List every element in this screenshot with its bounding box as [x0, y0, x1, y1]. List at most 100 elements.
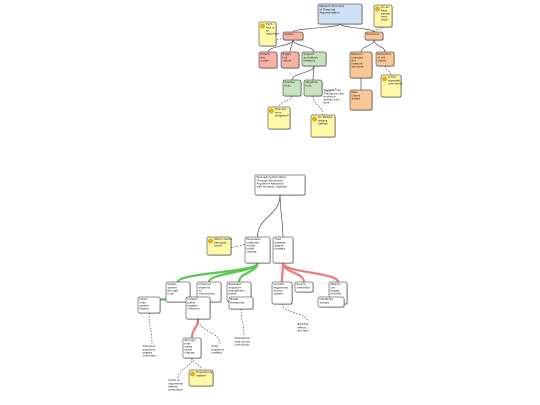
node-box-t_br — [364, 31, 384, 41]
node-line: most? — [214, 243, 223, 247]
connector-b_d2-b_d4 — [190, 318, 200, 339]
node-line: depends — [199, 285, 211, 289]
node-line: evidence — [324, 94, 337, 98]
node-box-t_bl — [282, 31, 304, 41]
node-line: Negative — [306, 80, 318, 84]
node-line: Which claims — [214, 237, 232, 241]
node-line: are rare — [298, 328, 309, 332]
node-box-t_r1 — [349, 51, 373, 79]
node-t_bl[interactable]: Claims — [282, 31, 304, 41]
note-icon — [190, 371, 195, 377]
node-line: arguments — [274, 285, 289, 289]
node-line: Do attacks — [318, 115, 333, 119]
node-line: persist — [381, 11, 390, 15]
node-line: time? — [381, 18, 389, 22]
node-line: can — [331, 285, 336, 289]
node-line: Argument Networks — [257, 181, 284, 185]
node-line: matters — [275, 247, 286, 251]
node-line: Early — [212, 344, 219, 348]
node-line: decays — [320, 300, 330, 304]
connector-b_d4-b_ab — [177, 357, 193, 379]
node-line: matters — [212, 350, 223, 354]
node-line: always — [318, 118, 328, 122]
node-line: Attacks — [331, 282, 342, 286]
node-box-b_m1 — [165, 281, 191, 303]
node-line: held — [185, 341, 191, 345]
node-box-b_d5 — [317, 296, 345, 308]
node-box-t_c1 — [258, 51, 278, 69]
node-line: matter? — [196, 373, 207, 377]
node-line: spread — [168, 285, 177, 289]
node-line: Support — [304, 52, 315, 56]
node-line: change — [185, 351, 195, 355]
node-line: nodes — [261, 58, 270, 62]
node-box-t_c2 — [280, 51, 300, 69]
note-icon — [375, 6, 380, 12]
node-box-t_r3 — [349, 89, 373, 111]
node-t_br[interactable]: Revisions — [364, 31, 384, 41]
node-line: paths — [188, 300, 196, 304]
note-icon — [269, 108, 274, 114]
node-line: time — [324, 101, 330, 105]
node-line: spread — [140, 303, 149, 307]
node-line: Retraction — [378, 52, 392, 56]
node-line: Persuasion — [247, 237, 262, 241]
node-text-t_bl: Claims — [285, 32, 295, 36]
node-line: Argumentation — [320, 10, 340, 14]
node-line: over time? — [388, 81, 403, 85]
node-line: structure — [352, 65, 365, 69]
connector-b_d4-b_q1 — [191, 357, 202, 371]
connector-t_g1-t_ql — [278, 95, 293, 108]
node-box-t_c3 — [301, 51, 327, 67]
note-icon — [382, 76, 387, 82]
connector-t_g2-t_qc — [312, 95, 324, 116]
node-line: and attack — [304, 55, 319, 59]
